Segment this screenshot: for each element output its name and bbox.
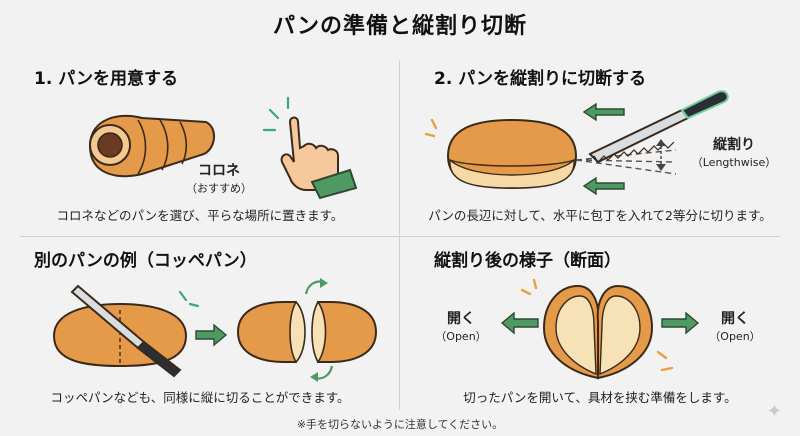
cornet-label: コロネ （おすすめ） — [174, 160, 264, 196]
panel-koppepan-example: 別のパンの例（コッペパン） コッペパンなども、同様に縦に切ることができます。 — [4, 238, 396, 416]
vertical-divider — [399, 60, 400, 410]
open-right-label-main: 開く — [721, 311, 749, 327]
panel-caption: コッペパンなども、同様に縦に切ることができます。 — [50, 390, 350, 405]
cut-guide-lines — [575, 149, 677, 175]
knife-icon — [588, 90, 729, 164]
open-bread-illustration — [542, 284, 654, 380]
spark-marks — [656, 350, 674, 372]
lengthwise-label-main: 縦割り — [713, 137, 755, 153]
spark-marks — [520, 278, 538, 296]
arrow-right-icon — [661, 311, 700, 335]
panel-heading: 縦割り後の様子（断面） — [434, 251, 621, 271]
open-left-label-main: 開く — [447, 311, 475, 327]
open-right-label: 開く （Open） — [700, 308, 770, 344]
rotate-arrow-icon — [310, 365, 334, 382]
koppepan-halves-illustration — [236, 300, 378, 364]
cornet-illustration — [88, 114, 215, 178]
pointing-hand-icon — [262, 96, 358, 200]
safety-note: ※手を切らないように注意してください。 — [296, 418, 504, 431]
panel-prepare-bread: 1. パンを用意する コロネ （おすすめ） コロネなどのパンを選び、平らな場所に… — [4, 56, 396, 234]
open-right-label-sub: （Open） — [709, 330, 761, 343]
arrow-left-icon — [500, 311, 539, 335]
knife-icon — [70, 284, 182, 378]
bread-roll-illustration — [446, 118, 578, 190]
vertical-double-arrow-icon — [656, 139, 666, 171]
horizontal-divider — [20, 236, 780, 237]
arrow-left-icon — [582, 176, 625, 196]
panel-heading: 2. パンを縦割りに切断する — [434, 69, 647, 89]
spark-marks — [424, 118, 438, 138]
panel-cross-section: 縦割り後の様子（断面） 開く （Open） 開く （Open） 切ったパンを開い… — [404, 238, 796, 416]
panel-caption: 切ったパンを開いて、具材を挟む準備をします。 — [463, 390, 737, 405]
cornet-label-sub: （おすすめ） — [186, 182, 252, 195]
panel-caption: パンの長辺に対して、水平に包丁を入れて2等分に切ります。 — [428, 208, 772, 223]
open-left-label: 開く （Open） — [426, 308, 496, 344]
title-bar: パンの準備と縦割り切断 — [0, 0, 800, 48]
arrow-right-icon — [195, 323, 228, 347]
spark-marks — [178, 290, 200, 308]
cornet-label-main: コロネ — [198, 163, 240, 179]
panel-heading: 1. パンを用意する — [34, 69, 179, 89]
lengthwise-label-sub: （Lengthwise） — [691, 156, 777, 169]
panel-caption: コロネなどのパンを選び、平らな場所に置きます。 — [56, 208, 344, 223]
panel-heading: 別のパンの例（コッペパン） — [34, 251, 257, 271]
rotate-arrow-icon — [304, 278, 328, 295]
sparkle-icon: ✦ — [766, 401, 782, 422]
arrow-left-icon — [582, 102, 625, 122]
page-title: パンの準備と縦割り切断 — [272, 14, 528, 39]
open-left-label-sub: （Open） — [435, 330, 487, 343]
panel-cut-lengthwise: 2. パンを縦割りに切断する 縦割り （Lengthwise） — [404, 56, 796, 234]
lengthwise-label: 縦割り （Lengthwise） — [684, 134, 784, 170]
